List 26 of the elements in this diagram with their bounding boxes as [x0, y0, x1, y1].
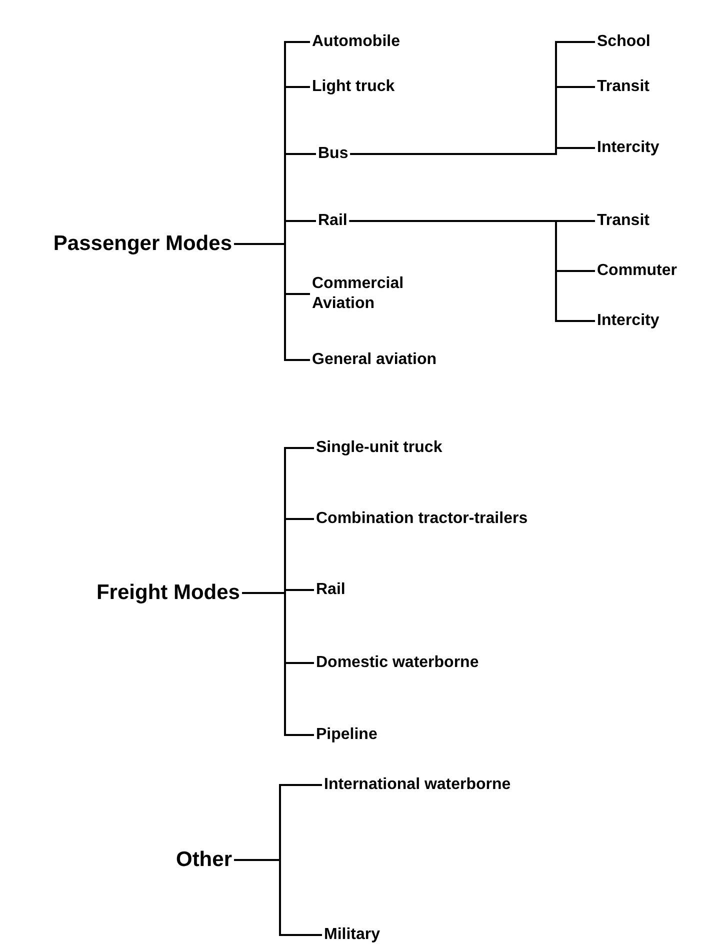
- mode-label: Single-unit truck: [316, 438, 442, 458]
- mode-label: Transit: [597, 211, 650, 231]
- mode-label: Bus: [318, 144, 348, 164]
- mode-label: Intercity: [597, 311, 660, 331]
- tree-connector: [350, 147, 595, 155]
- tree-connector: [349, 220, 595, 322]
- mode-label: Pipeline: [316, 725, 378, 745]
- mode-label: Combination tractor-trailers: [316, 509, 528, 529]
- mode-label: Transit: [597, 77, 650, 97]
- mode-label: International waterborne: [324, 775, 511, 795]
- mode-label: Automobile: [312, 32, 400, 52]
- mode-label: Commuter: [597, 261, 678, 281]
- mode-label: Rail: [316, 580, 346, 600]
- mode-label: Light truck: [312, 77, 395, 97]
- mode-label: School: [597, 32, 650, 52]
- mode-label: Commercial Aviation: [312, 274, 442, 314]
- mode-label: Rail: [318, 211, 348, 231]
- category-label: Passenger Modes: [53, 230, 232, 258]
- tree-connector: [242, 592, 314, 736]
- mode-label: Military: [324, 925, 380, 945]
- mode-label: Intercity: [597, 138, 660, 158]
- category-label: Freight Modes: [96, 580, 240, 606]
- mode-label: General aviation: [312, 350, 436, 370]
- tree-connector: [234, 243, 310, 361]
- mode-label: Domestic waterborne: [316, 653, 479, 673]
- category-label: Other: [176, 846, 232, 874]
